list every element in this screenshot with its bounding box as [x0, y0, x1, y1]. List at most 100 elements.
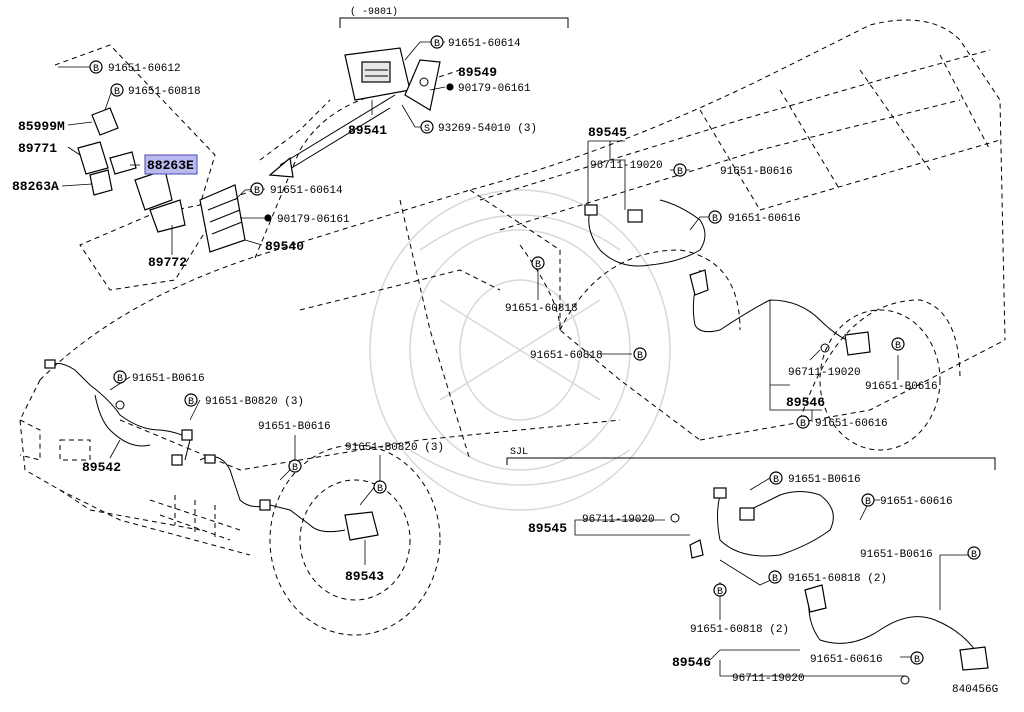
sjl-label: SJL: [510, 447, 528, 458]
ecu-89540: [199, 184, 246, 253]
watermark-emblem: [369, 189, 671, 511]
bolt-icon: B: [373, 480, 387, 495]
callout-91651-60616-d: 91651-60616: [810, 654, 883, 666]
svg-text:B: B: [717, 587, 723, 598]
svg-text:B: B: [188, 397, 194, 408]
svg-text:B: B: [800, 419, 806, 430]
harness-89543: [199, 454, 379, 541]
bolt-icon: B: [288, 459, 302, 474]
callout-91651-60818-a: 91651-60818: [505, 303, 578, 315]
bolt-icon: B: [184, 393, 198, 408]
bolt-icon: B: [891, 337, 905, 352]
bracket-89549: [404, 59, 441, 111]
callout-91651-60818-c: 91651-60818 (2): [788, 573, 887, 585]
svg-text:B: B: [535, 260, 541, 271]
callout-96711-19020-d: 96711-19020: [732, 673, 805, 685]
callout-89545-sjl: 89545: [528, 521, 567, 536]
bolt-icon: B: [673, 163, 687, 178]
callout-91651-60818-b: 91651-60818: [530, 350, 603, 362]
svg-text:B: B: [895, 341, 901, 352]
callout-89545-main: 89545: [588, 125, 627, 140]
callout-91651-b0820-a: 91651-B0820 (3): [205, 396, 304, 408]
svg-text:S: S: [424, 124, 430, 135]
washer-icon: [446, 83, 454, 91]
callout-labels: 91651-60614 89549 90179-06161 93269-5401…: [12, 38, 998, 696]
bolt-icon: B: [430, 35, 444, 50]
bolt-icon: B: [113, 370, 127, 385]
bolt-icon: B: [531, 256, 545, 271]
range-bracket: ( -9801): [339, 6, 569, 28]
callout-85999m: 85999M: [18, 119, 65, 134]
bolt-icon: B: [768, 570, 782, 585]
callout-89772: 89772: [148, 255, 187, 270]
fastener-symbols: B S B B B B B B B B B B B B B B B B B B …: [89, 35, 981, 666]
bolt-icon: B: [861, 493, 875, 508]
callout-91651-60818-top: 91651-60818: [128, 86, 201, 98]
callout-89546-sjl: 89546: [672, 655, 711, 670]
bolt-icon: B: [796, 415, 810, 430]
callout-91651-b0616-c: 91651-B0616: [132, 373, 205, 385]
callout-91651-60612: 91651-60612: [108, 63, 181, 75]
bolt-icon: B: [110, 83, 124, 98]
callout-91651-60818-d: 91651-60818 (2): [690, 624, 789, 636]
callout-96711-19020-b: 96711-19020: [788, 367, 861, 379]
callout-89771: 89771: [18, 141, 57, 156]
bolt-icon: B: [910, 651, 924, 666]
callout-91651-60616-a: 91651-60616: [728, 213, 801, 225]
svg-text:B: B: [637, 351, 643, 362]
svg-text:B: B: [114, 87, 120, 98]
screw-icon: S: [420, 120, 434, 135]
svg-text:B: B: [93, 64, 99, 75]
callout-89543: 89543: [345, 569, 384, 584]
harness-89545-main: [584, 199, 871, 356]
svg-text:B: B: [914, 655, 920, 666]
callout-91651-b0616-e: 91651-B0616: [788, 474, 861, 486]
callout-91651-b0616-d: 91651-B0616: [258, 421, 331, 433]
bolt-icon: B: [89, 60, 103, 75]
bolt-icon: B: [708, 210, 722, 225]
callout-91651-b0820-b: 91651-B0820 (3): [345, 442, 444, 454]
harness-89545-sjl: [689, 487, 834, 559]
svg-text:B: B: [292, 463, 298, 474]
bolt-icon: B: [633, 347, 647, 362]
callout-91651-b0616-b: 91651-B0616: [865, 381, 938, 393]
harness-89546-sjl: [670, 513, 989, 685]
highlight-box: [144, 154, 198, 175]
svg-text:B: B: [254, 186, 260, 197]
callout-88263a: 88263A: [12, 179, 59, 194]
ecu-89541: [344, 47, 411, 101]
callout-89542: 89542: [82, 460, 121, 475]
callout-90179-06161-top: 90179-06161: [458, 83, 531, 95]
svg-text:B: B: [677, 167, 683, 178]
svg-text:B: B: [971, 550, 977, 561]
range-label: ( -9801): [350, 6, 398, 18]
svg-text:B: B: [772, 574, 778, 585]
washer-icon: [264, 214, 272, 222]
callout-90179-06161-mid: 90179-06161: [277, 214, 350, 226]
diagram-id: 840456G: [952, 684, 998, 696]
svg-text:B: B: [434, 39, 440, 50]
callout-91651-60616-c: 91651-60616: [880, 496, 953, 508]
bolt-icon: B: [250, 182, 264, 197]
callout-91651-b0616-a: 91651-B0616: [720, 166, 793, 178]
callout-91651-60614-mid: 91651-60614: [270, 185, 343, 197]
bolt-icon: B: [713, 583, 727, 598]
callout-91651-b0616-f: 91651-B0616: [860, 549, 933, 561]
svg-text:B: B: [865, 497, 871, 508]
callout-89546-main: 89546: [786, 395, 825, 410]
bolt-icon: B: [769, 471, 783, 486]
callout-89541: 89541: [348, 123, 387, 138]
svg-text:B: B: [377, 484, 383, 495]
callout-91651-60614-top: 91651-60614: [448, 38, 521, 50]
harness-89542: [44, 359, 193, 466]
svg-text:B: B: [712, 214, 718, 225]
sjl-box: SJL: [506, 447, 996, 470]
pointer-arrow: [268, 94, 396, 178]
callout-96711-19020-c: 96711-19020: [582, 514, 655, 526]
callout-96711-19020-a: 96711-19020: [590, 160, 663, 172]
callout-93269-54010: 93269-54010 (3): [438, 123, 537, 135]
relay-parts: [77, 107, 186, 233]
callout-89549: 89549: [458, 65, 497, 80]
